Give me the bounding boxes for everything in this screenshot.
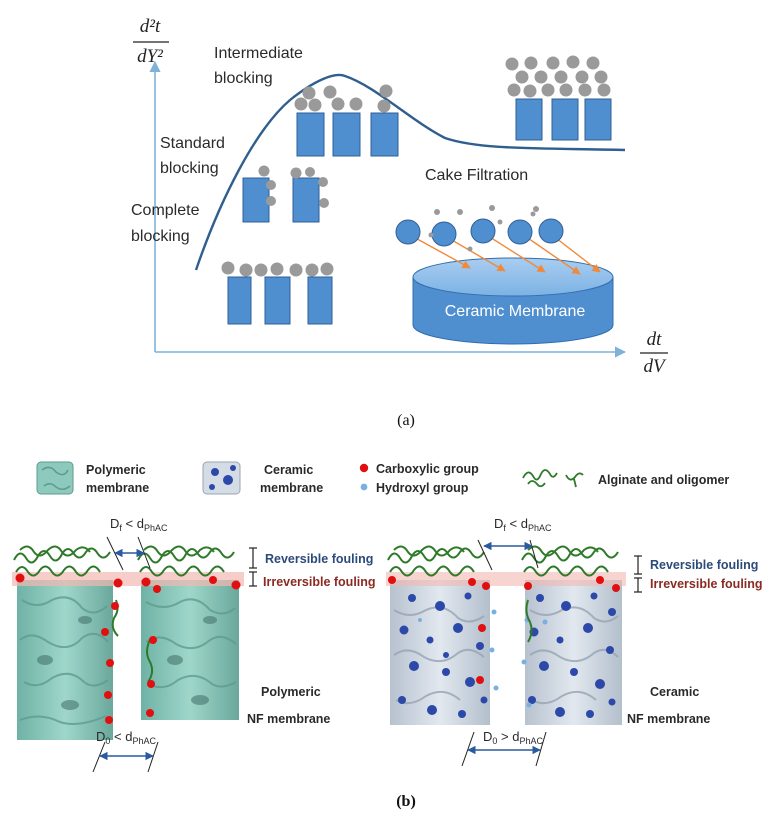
label-standard-line1: Standard xyxy=(160,135,225,152)
ceramic-grain-dots xyxy=(398,592,616,718)
label-complete-line1: Complete xyxy=(131,202,200,219)
legend-hydroxyl: Hydroxyl group xyxy=(376,481,469,495)
filtration-curve xyxy=(194,73,626,271)
oligomer-icon xyxy=(565,472,584,488)
cake-particles xyxy=(505,55,611,98)
polymeric-bottom-dimension xyxy=(92,741,159,773)
ceramic-irreversible-label: Irreversible fouling xyxy=(650,577,763,591)
caption-a: (a) xyxy=(397,412,415,429)
polymeric-fouling-brackets xyxy=(249,547,257,587)
complete-particles xyxy=(221,261,334,277)
polymeric-alginate-layer xyxy=(13,545,235,683)
cake-filtration-arrows xyxy=(409,233,601,275)
polymeric-membrane-illustration: Df < dPhAC D0 < dPhAC Reversible fouling… xyxy=(12,516,376,773)
label-ceramic-membrane: Ceramic Membrane xyxy=(445,303,586,320)
polymeric-name-line1: Polymeric xyxy=(261,685,321,699)
intermediate-particles xyxy=(294,84,393,113)
panel-a: d²t dY² dt dV Intermediate blocking Stan… xyxy=(131,16,668,429)
cake-spheres xyxy=(395,218,564,247)
carboxylic-dot xyxy=(359,463,369,473)
ceramic-bottom-dimension xyxy=(461,731,547,767)
irreversible-fouling-layer xyxy=(12,572,244,586)
legend-polymeric-line2: membrane xyxy=(86,481,149,495)
legend-ceramic-line1: Ceramic xyxy=(264,463,313,477)
label-intermediate-line2: blocking xyxy=(214,70,273,87)
cake-fine-particles xyxy=(428,205,539,252)
complete-blocking-illustration xyxy=(227,276,333,325)
cake-blocking-illustration xyxy=(515,98,612,141)
ceramic-carboxylic-dots xyxy=(388,576,620,684)
polymeric-top-dimension-label: Df < dPhAC xyxy=(110,516,168,533)
x-axis-denominator: dV xyxy=(643,356,667,377)
ceramic-hydroxyl-dots xyxy=(418,609,548,708)
polymeric-reversible-label: Reversible fouling xyxy=(265,552,373,566)
legend-ceramic-line2: membrane xyxy=(260,481,323,495)
panel-b: Polymeric membrane Ceramic membrane Carb… xyxy=(12,461,763,810)
y-axis-numerator: d²t xyxy=(140,16,161,37)
polymeric-carboxylic-dots xyxy=(15,573,241,724)
polymeric-swatch xyxy=(36,461,74,495)
ceramic-irreversible-fouling-layer xyxy=(386,572,626,586)
label-intermediate-line1: Intermediate xyxy=(214,45,303,62)
intermediate-blocking-illustration xyxy=(296,112,399,157)
x-axis-numerator: dt xyxy=(647,329,663,350)
polymeric-irreversible-label: Irreversible fouling xyxy=(263,575,376,589)
polymeric-top-dimension xyxy=(106,536,151,571)
ceramic-reversible-label: Reversible fouling xyxy=(650,558,758,572)
legend: Polymeric membrane Ceramic membrane Carb… xyxy=(36,461,729,495)
polymeric-bottom-dimension-label: D0 < dPhAC xyxy=(96,729,156,746)
y-axis-denominator: dY² xyxy=(137,46,163,67)
legend-alginate: Alginate and oligomer xyxy=(598,473,729,487)
ceramic-alginate-layer xyxy=(387,545,619,643)
ceramic-top-dimension xyxy=(477,539,539,571)
polymeric-name-line2: NF membrane xyxy=(247,712,330,726)
ceramic-top-dimension-label: Df < dPhAC xyxy=(494,516,552,533)
label-standard-line2: blocking xyxy=(160,160,219,177)
ceramic-membrane-illustration: Df < dPhAC D0 > dPhAC Reversible fouling… xyxy=(386,516,763,767)
ceramic-name-line2: NF membrane xyxy=(627,712,710,726)
ceramic-fouling-brackets xyxy=(634,555,642,593)
ceramic-name-line1: Ceramic xyxy=(650,685,699,699)
standard-blocking-illustration xyxy=(242,177,320,223)
legend-carboxylic: Carboxylic group xyxy=(376,462,479,476)
ceramic-membrane-cylinder: Ceramic Membrane xyxy=(412,257,614,345)
label-complete-line2: blocking xyxy=(131,228,190,245)
caption-b: (b) xyxy=(396,793,416,810)
alginate-icon xyxy=(522,469,558,488)
standard-particles xyxy=(258,165,329,208)
label-cake-filtration: Cake Filtration xyxy=(425,167,528,184)
hydroxyl-dot xyxy=(360,483,368,491)
ceramic-bottom-dimension-label: D0 > dPhAC xyxy=(483,729,543,746)
legend-polymeric-line1: Polymeric xyxy=(86,463,146,477)
